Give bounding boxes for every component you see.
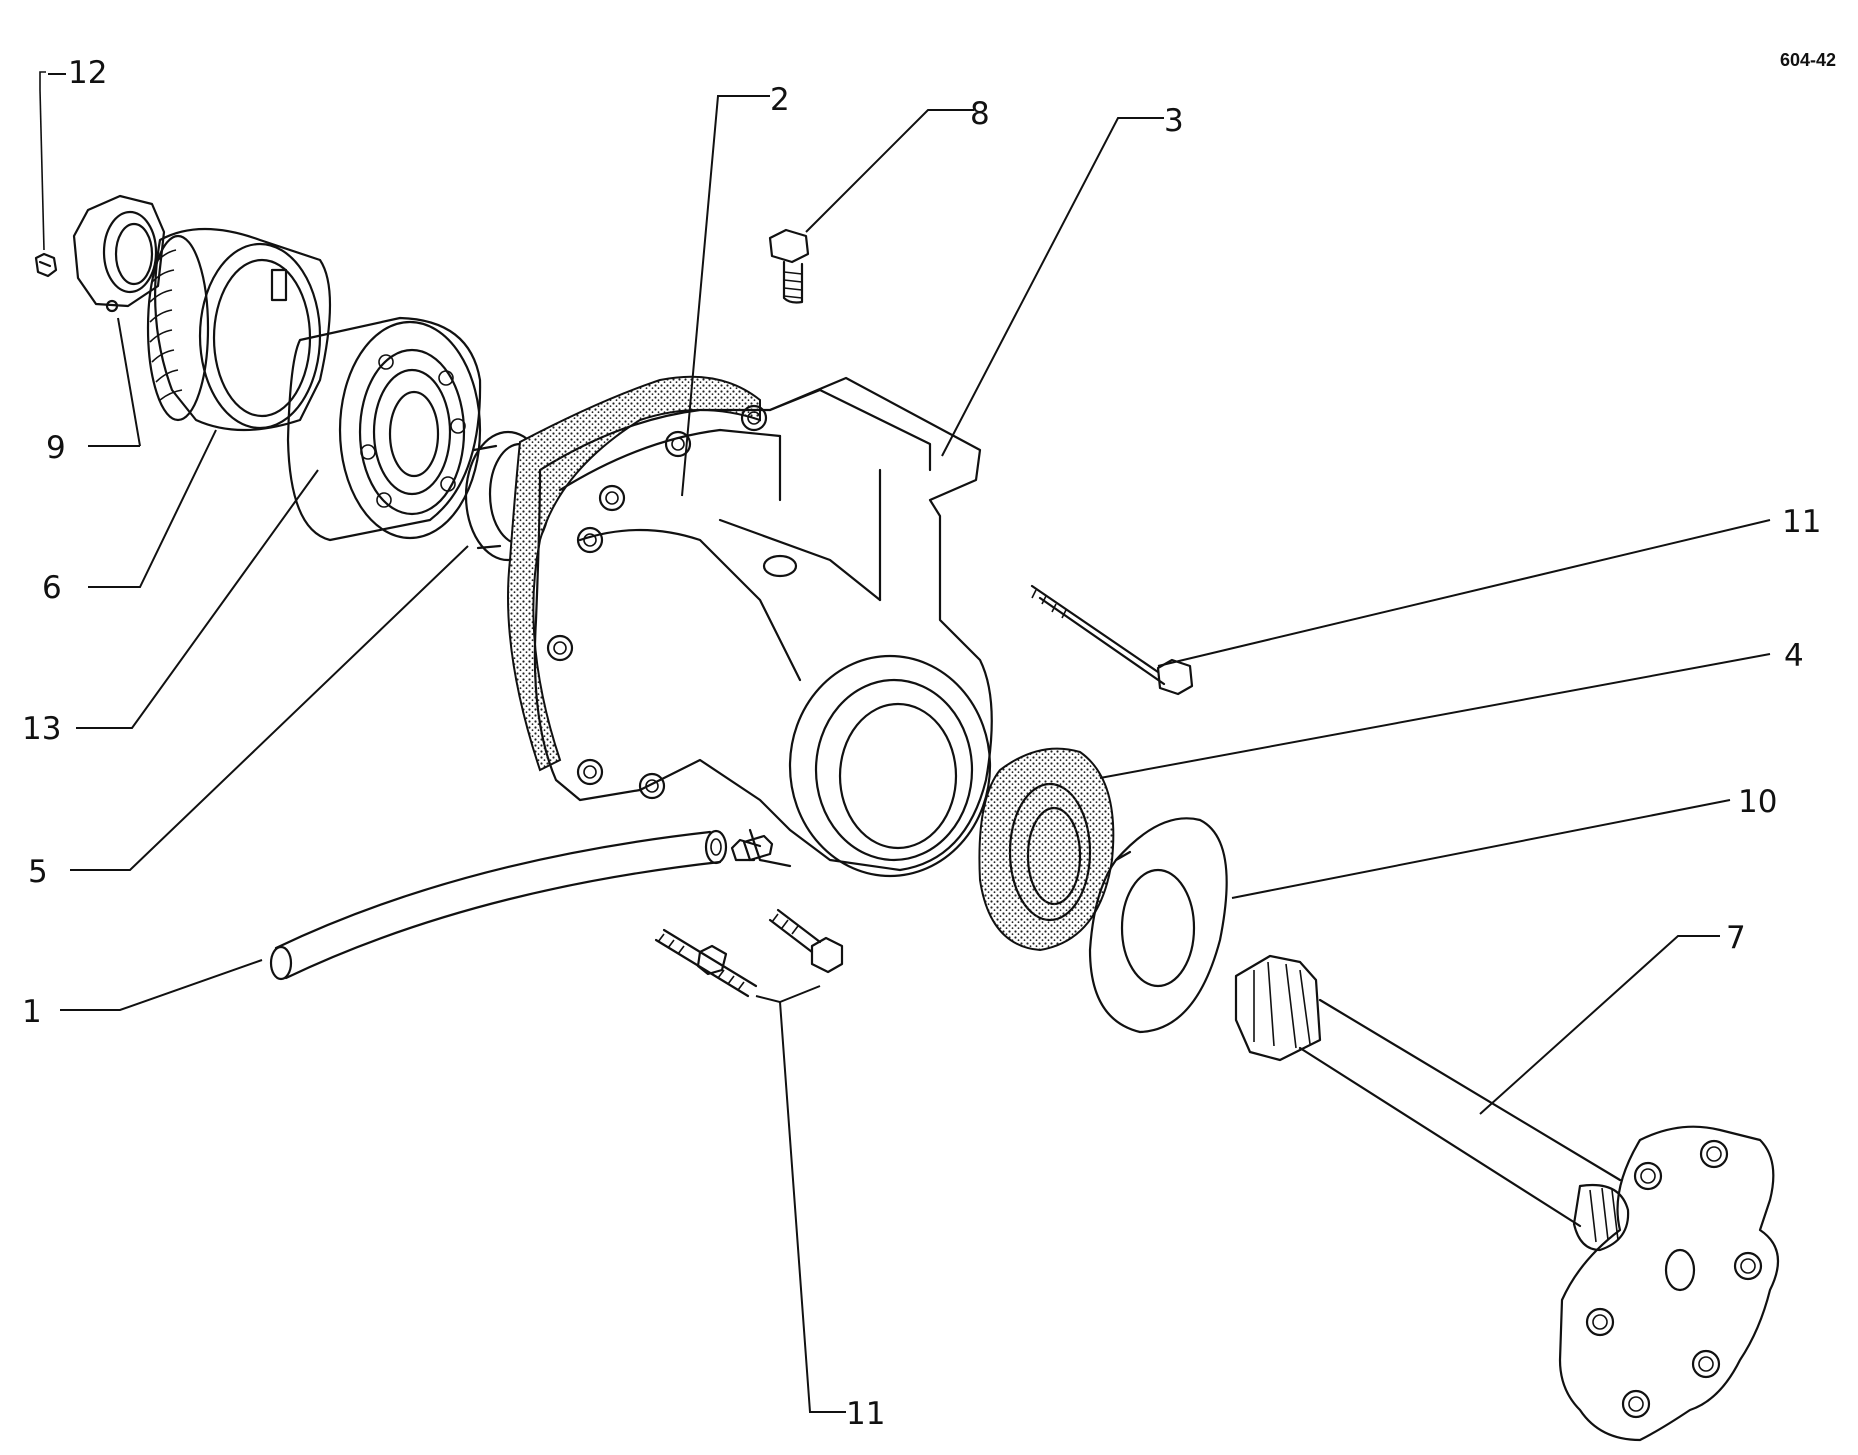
part-4-oil-seal bbox=[978, 747, 1115, 952]
callout-8: 8 bbox=[970, 96, 990, 132]
part-8-bolt bbox=[768, 228, 810, 304]
callout-10: 10 bbox=[1738, 784, 1777, 820]
callout-5: 5 bbox=[28, 854, 48, 890]
callout-7: 7 bbox=[1726, 920, 1746, 956]
callout-11-studs: 11 bbox=[846, 1396, 885, 1432]
callout-9: 9 bbox=[46, 430, 66, 466]
callout-12: 12 bbox=[68, 55, 107, 91]
part-7-splined-shaft bbox=[1234, 954, 1780, 1442]
part-6-threaded-ring bbox=[146, 227, 332, 432]
callout-2: 2 bbox=[770, 82, 790, 118]
part-3-housing bbox=[533, 376, 993, 878]
drawing-reference: 604-42 bbox=[1780, 50, 1836, 70]
callout-6: 6 bbox=[42, 570, 62, 606]
part-13-ball-bearing bbox=[286, 316, 482, 542]
part-11-studs bbox=[654, 908, 844, 998]
part-2-gasket bbox=[507, 375, 761, 772]
callout-4: 4 bbox=[1784, 638, 1804, 674]
callout-1: 1 bbox=[22, 994, 42, 1030]
callout-11-bolt: 11 bbox=[1782, 504, 1821, 540]
part-12-screw bbox=[34, 71, 58, 278]
part-10-washer bbox=[1088, 817, 1228, 1034]
callout-3: 3 bbox=[1164, 103, 1184, 139]
part-11-long-bolt bbox=[1030, 584, 1194, 696]
part-1-hose bbox=[269, 829, 774, 981]
callout-13: 13 bbox=[22, 711, 61, 747]
part-9-hex-nut bbox=[72, 194, 166, 313]
